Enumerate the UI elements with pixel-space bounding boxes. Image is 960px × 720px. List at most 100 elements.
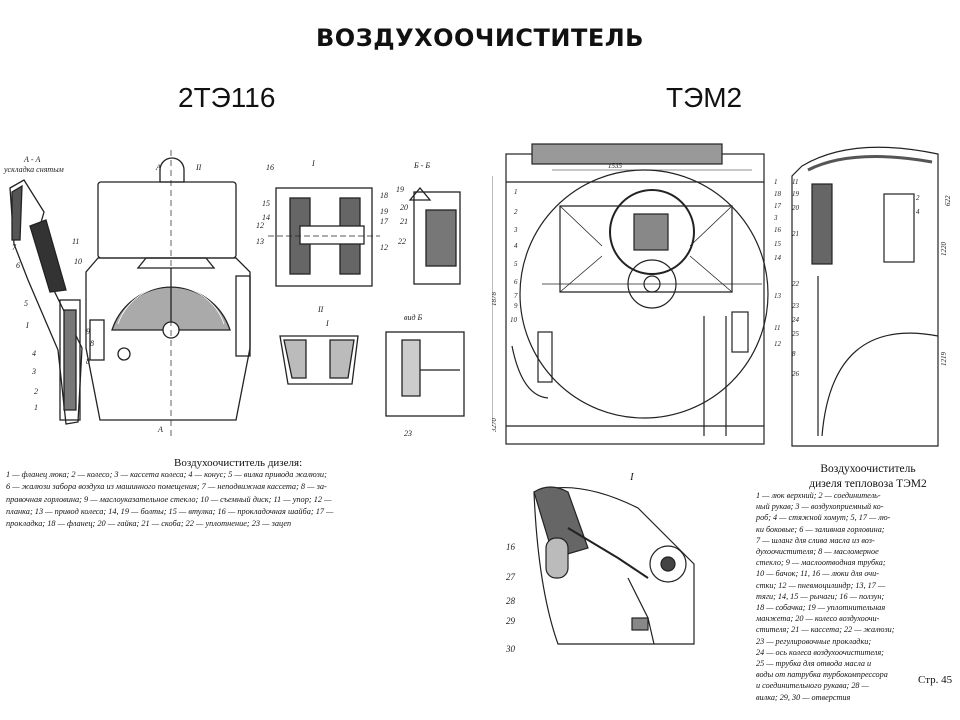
callout-number: 8 [86, 357, 90, 366]
callout-number: 14 [262, 213, 270, 222]
view-ii-outline [279, 335, 359, 385]
section-a-a-label: А - А [23, 155, 41, 164]
cut-mark-a-bottom: А [157, 425, 163, 434]
callout-number: 16 [266, 163, 274, 172]
callout-number: 16 [774, 226, 782, 234]
view-ii-left-seal [283, 339, 307, 379]
hub-axle [299, 225, 365, 245]
right-caption-title: Воздухоочиститель дизеля тепловоза ТЭМ2 [778, 462, 958, 492]
view-b-outline [385, 331, 465, 417]
callout-number: 3 [513, 226, 518, 234]
dimension-label: 1535 [608, 162, 623, 170]
section-b-b-fill [425, 209, 457, 267]
callout-number: 4 [916, 208, 920, 216]
callout-number: 8 [792, 350, 796, 358]
dimension-label: 1220 [940, 242, 948, 257]
callout-number: 13 [774, 292, 782, 300]
page-number: Стр. 45 [918, 674, 953, 686]
detail-i-fork [631, 617, 649, 631]
callout-number: 4 [514, 242, 518, 250]
view-ii-label: II [317, 305, 324, 314]
callout-number: 11 [792, 178, 798, 186]
caption-line: планка; 13 — привод колеса; 14, 19 — бол… [6, 506, 334, 516]
callout-number: 9 [86, 327, 90, 336]
caption-line: вилка; 29, 30 — отверстия [756, 692, 851, 702]
callout-number: 29 [506, 616, 516, 626]
callout-number: 20 [792, 204, 800, 212]
cut-mark-ii: II [195, 163, 202, 172]
callout-number: 11 [774, 324, 780, 332]
callout-number: 13 [256, 237, 264, 246]
caption-line: 18 — собачка; 19 — уплотнительная [756, 603, 886, 613]
left-caption-title: Воздухоочиститель дизеля: [174, 457, 303, 469]
caption-line: 24 — ось колеса воздухоочистителя; [756, 647, 884, 657]
side-roof-profile [807, 155, 933, 172]
callout-number: 9 [514, 302, 518, 310]
callout-number: 3 [773, 214, 778, 222]
left-caption-body: 1 — фланец люка; 2 — колесо; 3 — кассета… [6, 469, 466, 530]
detail-i-rod [627, 577, 655, 645]
callout-number: 21 [792, 230, 799, 238]
caption-line: стителя; 21 — кассета; 22 — жалюзи; [756, 625, 895, 635]
callout-number: 15 [262, 199, 270, 208]
view-i-arrow-label: I [325, 319, 329, 328]
view-b-bracket [401, 339, 421, 397]
tem2-front-frame [505, 153, 765, 445]
upper-housing [97, 181, 237, 259]
caption-line: и соединительного рукава; 28 — [756, 681, 869, 691]
callout-number: 1 [514, 188, 518, 196]
callout-number: 30 [505, 644, 516, 654]
dimension-label: 622 [944, 195, 952, 206]
callout-number: 22 [792, 280, 800, 288]
caption-line: 6 — жалюзи забора воздуха из машинного п… [6, 482, 327, 492]
callout-number: 1 [34, 403, 38, 412]
view-ii-right-seal [329, 339, 355, 379]
callout-number: 6 [514, 278, 518, 286]
duct-mesh [633, 213, 669, 251]
callout-number: 10 [74, 257, 82, 266]
callout-number: 19 [380, 207, 388, 216]
caption-title-line: Воздухоочиститель [820, 463, 916, 475]
caption-line: 1 — люк верхний; 2 — соединитель- [756, 491, 881, 500]
oil-tank [537, 331, 553, 383]
page-title: ВОЗДУХООЧИСТИТЕЛЬ [316, 24, 644, 52]
pneumatic-cylinder [731, 311, 749, 353]
callout-number: 23 [792, 302, 800, 310]
callout-number: 7 [514, 292, 518, 300]
callout-number: 1 [774, 178, 778, 186]
cassette-fill [63, 309, 77, 411]
callout-number: 4 [32, 349, 36, 358]
tem2-top-hatch [531, 143, 723, 165]
fixed-cassette-section [29, 219, 67, 293]
callout-number: I [25, 321, 29, 330]
mounting-bar [136, 257, 216, 269]
detail-i-drawing: I 16 27 28 29 30 [505, 471, 695, 654]
callout-number: 16 [506, 542, 516, 552]
callout-number: 25 [792, 330, 800, 338]
callout-number: 2 [514, 208, 518, 216]
caption-line: 1 — фланец люка; 2 — колесо; 3 — кассета… [6, 470, 327, 479]
caption-line: воды от патрубка турбокомпрессора [756, 670, 888, 680]
caption-line: стки; 12 — пневмоцилиндр; 13, 17 — [756, 580, 886, 590]
caption-line: прокладка; 18 — фланец; 20 — гайка; 21 —… [6, 519, 292, 529]
side-bracket-left [89, 319, 105, 361]
caption-line: манжета; 20 — колесо воздухоочи- [756, 614, 880, 624]
oil-sight-glass [117, 347, 131, 361]
section-b-b-label: Б - Б [413, 161, 430, 170]
right-model-heading: ТЭМ2 [666, 82, 743, 113]
cut-mark-a-top: А [155, 163, 161, 172]
callout-number: 21 [400, 217, 408, 226]
callout-number: 27 [506, 572, 516, 582]
section-b-b-view [413, 191, 461, 285]
callout-number: 14 [774, 254, 782, 262]
caption-line: 23 — регулировочные прокладки; [756, 636, 872, 646]
left-model-heading: 2ТЭ116 [178, 82, 276, 113]
callout-number: 2 [34, 387, 38, 396]
caption-line: 7 — шланг для слива масла из воз- [756, 535, 875, 545]
top-flange [159, 157, 185, 183]
side-bracket-right [235, 275, 251, 357]
callout-number: 18 [774, 190, 782, 198]
callout-number: 2 [916, 194, 920, 202]
detail-i-pivot [649, 545, 687, 583]
callout-number: 22 [398, 237, 406, 246]
